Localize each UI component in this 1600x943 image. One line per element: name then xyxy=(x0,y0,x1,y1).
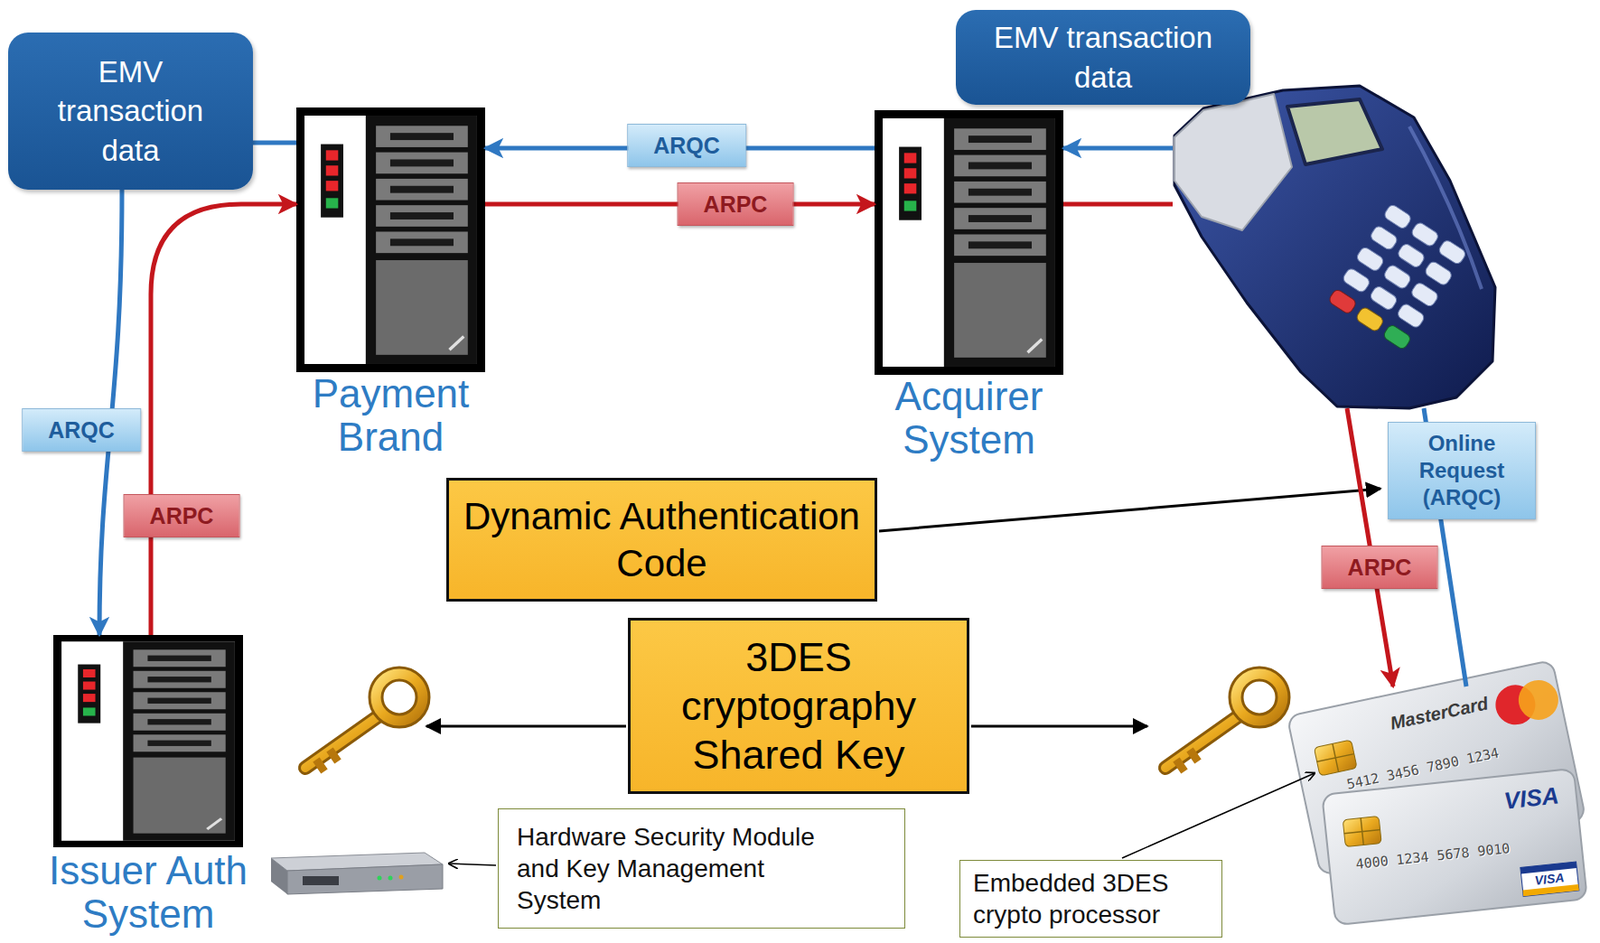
pos-terminal xyxy=(1172,81,1500,409)
key-icon xyxy=(316,749,338,772)
payment-card-drawing xyxy=(1342,816,1382,848)
pointer-arrow xyxy=(971,725,1148,729)
message-tag: ARPC xyxy=(123,494,241,538)
pointer-arrow xyxy=(426,725,627,729)
key-icon xyxy=(375,673,423,721)
pos-terminal-drawing xyxy=(1368,284,1399,312)
flow-connector xyxy=(150,204,297,636)
hsm-device xyxy=(302,876,339,886)
pos-terminal-drawing xyxy=(1287,99,1383,165)
payment-card-drawing xyxy=(1515,676,1563,724)
hsm-device xyxy=(399,875,404,880)
key-icon xyxy=(1165,673,1283,772)
leader-line xyxy=(449,863,496,866)
card-brand: MasterCard xyxy=(1388,692,1490,734)
pos-terminal-drawing xyxy=(1437,238,1468,266)
pos-terminal-drawing xyxy=(1355,306,1385,334)
data-callout: EMV transaction data xyxy=(8,32,253,190)
hsm-device xyxy=(271,852,443,895)
server-icon xyxy=(879,114,1060,372)
hsm-device xyxy=(287,864,443,895)
key-icon xyxy=(305,673,423,772)
pos-terminal-drawing xyxy=(1382,323,1413,351)
pos-terminal-drawing xyxy=(1382,263,1413,291)
card-brand: VISA xyxy=(1502,781,1561,815)
payment-card-drawing xyxy=(1321,768,1588,926)
message-tag: ARQC xyxy=(21,408,141,452)
pos-terminal-drawing xyxy=(1410,221,1441,249)
node-label: Embedded 3DES crypto processor xyxy=(973,867,1209,931)
payment-card-drawing xyxy=(1321,768,1588,926)
hsm-device xyxy=(271,858,288,895)
message-tag: ARQC xyxy=(626,123,747,168)
payment-card-drawing xyxy=(1522,884,1579,897)
server-node: Payment Brand xyxy=(296,107,486,469)
card-number: 4000 1234 5678 9010 xyxy=(1355,840,1512,873)
concept-box: Dynamic Authentication Code xyxy=(446,477,878,602)
flow-connector xyxy=(252,140,297,146)
server-node: Issuer Auth System xyxy=(39,635,257,938)
node-label: Dynamic Authentication Code xyxy=(462,493,861,586)
node-label: EMV transaction data xyxy=(44,52,217,171)
message-tag: Online Request (ARQC) xyxy=(1387,421,1536,520)
payment-card-drawing xyxy=(1342,816,1382,848)
node-label: Payment Brand xyxy=(296,372,486,459)
payment-card-drawing xyxy=(1313,739,1357,777)
node-label: EMV transaction data xyxy=(982,18,1224,97)
server-icon xyxy=(300,112,482,369)
key-icon xyxy=(1235,673,1283,721)
hsm-device xyxy=(388,876,393,881)
key-icon xyxy=(1235,673,1283,721)
pos-terminal-drawing xyxy=(1341,267,1372,295)
concept-box: 3DES cryptography Shared Key xyxy=(627,617,970,795)
server-icon xyxy=(57,638,240,845)
node-label: Acquirer System xyxy=(874,374,1064,461)
message-tag: ARPC xyxy=(1321,545,1439,590)
pos-terminal-drawing xyxy=(1395,302,1426,330)
key-icon xyxy=(375,673,423,721)
hsm-device xyxy=(377,876,383,881)
card-brand: VISA xyxy=(1534,870,1565,888)
flow-connector xyxy=(1063,202,1173,207)
pos-terminal-drawing xyxy=(1328,288,1358,316)
flow-connector xyxy=(1063,146,1173,151)
note-box: Embedded 3DES crypto processor xyxy=(959,860,1223,938)
pos-terminal-drawing xyxy=(1396,242,1427,270)
payment-card-drawing xyxy=(1520,861,1580,897)
node-label: Issuer Auth System xyxy=(39,849,257,936)
pos-terminal-drawing xyxy=(1423,260,1454,288)
key-icon xyxy=(1176,749,1198,772)
leader-line xyxy=(1122,773,1315,859)
server-node: Acquirer System xyxy=(874,110,1064,472)
pos-terminal-drawing xyxy=(1174,85,1496,409)
pos-terminal-drawing xyxy=(1328,203,1468,351)
node-label: Hardware Security Module and Key Managem… xyxy=(516,821,852,917)
data-callout: EMV transaction data xyxy=(955,9,1251,105)
payment-card-drawing xyxy=(1313,739,1357,777)
node-label: 3DES cryptography Shared Key xyxy=(644,633,954,780)
pos-terminal-drawing xyxy=(1368,224,1399,253)
pos-terminal-drawing xyxy=(1355,245,1385,273)
pos-terminal-drawing xyxy=(1410,280,1441,309)
pos-terminal-drawing xyxy=(1174,93,1292,231)
pointer-arrow xyxy=(879,488,1381,532)
pos-terminal-drawing xyxy=(1174,85,1496,409)
note-box: Hardware Security Module and Key Managem… xyxy=(497,808,906,929)
pos-terminal-drawing xyxy=(1383,203,1413,231)
message-tag: ARPC xyxy=(677,182,795,226)
card-number: 5412 3456 7890 1234 xyxy=(1345,744,1501,793)
